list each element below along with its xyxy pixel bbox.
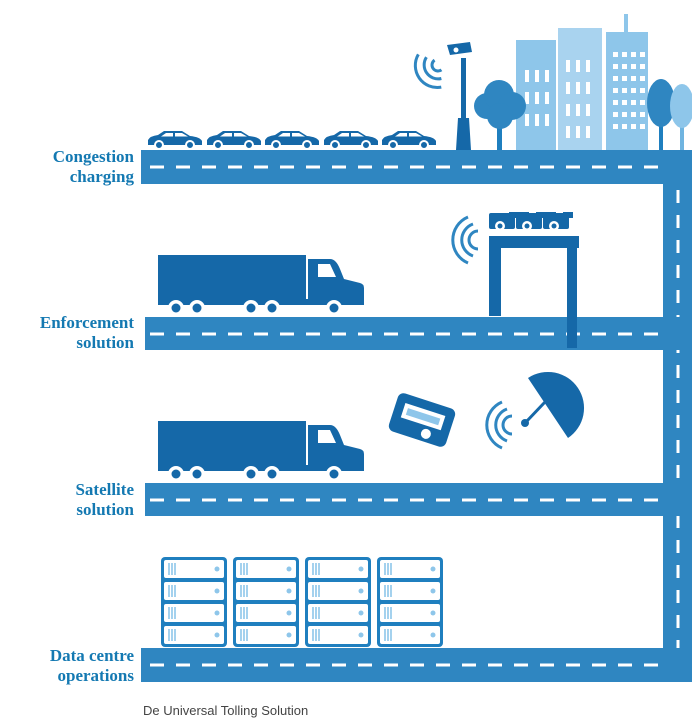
tree-icon xyxy=(670,84,692,150)
car-icon xyxy=(381,130,437,150)
level-label-line2: solution xyxy=(76,500,134,519)
building-icon xyxy=(516,14,648,150)
level-label-congestion: Congestion charging xyxy=(0,147,134,187)
level-label-enforcement: Enforcement solution xyxy=(0,313,134,353)
car-icon xyxy=(147,130,203,150)
level-label-line2: operations xyxy=(57,666,135,685)
level-label-satellite: Satellite solution xyxy=(0,480,134,520)
truck-icon xyxy=(158,255,364,316)
tree-icon xyxy=(474,80,526,150)
road-data-centre xyxy=(141,648,692,682)
signal-waves-icon xyxy=(485,400,514,450)
level-label-line2: solution xyxy=(76,333,134,352)
level-label-line1: Congestion xyxy=(52,147,134,166)
tree-icon xyxy=(647,79,675,150)
level-label-line2: charging xyxy=(69,167,134,186)
satellite-dish-icon xyxy=(521,371,585,438)
street-camera-icon xyxy=(413,42,472,150)
server-rack-icon xyxy=(304,556,372,648)
car-icon xyxy=(323,130,379,150)
road-satellite xyxy=(145,483,692,516)
server-rack-icon xyxy=(232,556,300,648)
road-congestion xyxy=(141,150,692,184)
caption: De Universal Tolling Solution xyxy=(143,703,309,718)
server-rack-icon xyxy=(376,556,444,648)
road-enforcement xyxy=(145,317,692,350)
on-board-unit-icon xyxy=(388,393,456,447)
gantry-camera-icon xyxy=(489,212,579,348)
truck-icon xyxy=(158,421,364,482)
level-label-line1: Data centre xyxy=(49,646,134,665)
level-label-data-centre: Data centre operations xyxy=(0,646,134,686)
signal-waves-icon xyxy=(451,215,480,265)
level-label-line1: Satellite xyxy=(75,480,134,499)
car-icon xyxy=(206,130,262,150)
level-label-line1: Enforcement xyxy=(39,313,134,332)
server-rack-icon xyxy=(160,556,228,648)
car-icon xyxy=(264,130,320,150)
